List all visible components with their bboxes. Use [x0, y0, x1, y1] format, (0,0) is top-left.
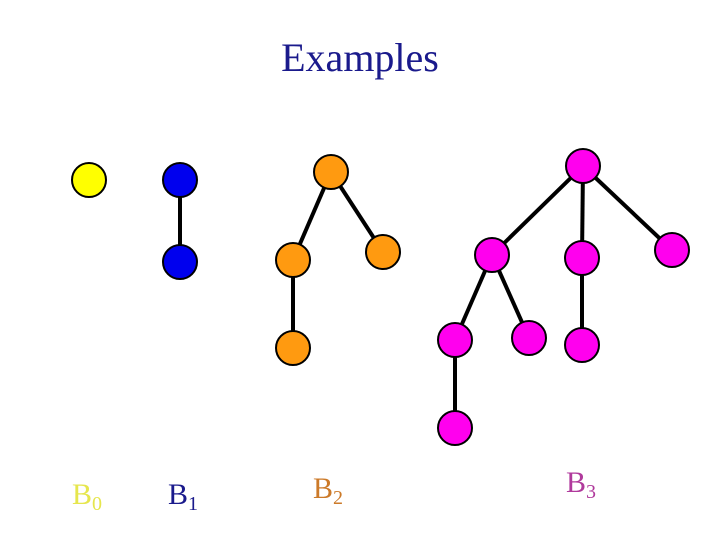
tree-node — [162, 162, 198, 198]
tree-node — [275, 242, 311, 278]
tree-label-b2: B2 — [313, 472, 344, 509]
slide-title: Examples — [281, 35, 439, 80]
edge — [581, 164, 674, 252]
edge — [490, 164, 585, 257]
tree-node — [71, 162, 107, 198]
tree-node — [437, 322, 473, 358]
tree-label-b3: B3 — [566, 466, 597, 503]
tree-node — [437, 410, 473, 446]
tree-label-b0: B0 — [72, 478, 103, 515]
tree-node — [162, 244, 198, 280]
tree-node — [654, 232, 690, 268]
tree-node — [365, 234, 401, 270]
tree-node — [564, 327, 600, 363]
tree-node — [565, 148, 601, 184]
tree-node — [275, 330, 311, 366]
tree-node — [474, 237, 510, 273]
tree-node — [564, 240, 600, 276]
tree-node — [313, 154, 349, 190]
tree-node — [511, 320, 547, 356]
tree-label-b1: B1 — [168, 478, 199, 515]
